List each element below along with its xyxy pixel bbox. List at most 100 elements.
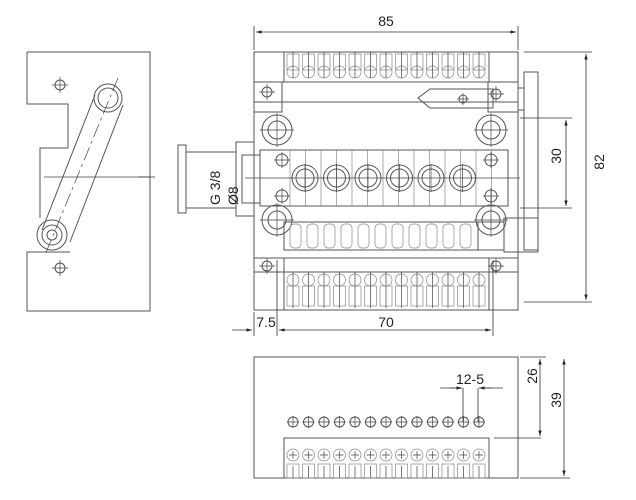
crosshair-hole-icon xyxy=(364,416,377,428)
terminal-bottom xyxy=(364,272,377,308)
terminal-top xyxy=(410,52,424,79)
sensor-probe xyxy=(417,88,494,109)
lever-top-boss xyxy=(93,83,123,113)
dimension-70-label: 70 xyxy=(378,314,394,330)
top-view: G 3/8 Ø8 xyxy=(177,51,539,311)
lever-bottom-pin xyxy=(46,229,58,241)
crosshair-hole-icon xyxy=(488,258,504,274)
hole-crosshair xyxy=(457,416,470,428)
terminal-top xyxy=(286,52,300,79)
screw-slot xyxy=(304,451,313,459)
terminal-front xyxy=(457,448,470,479)
terminal-strip-bottom xyxy=(283,257,490,311)
right-bracket xyxy=(523,71,539,251)
screw-slot xyxy=(382,451,390,459)
lever-bottom-boss xyxy=(36,219,68,251)
crosshair-hole-icon xyxy=(259,258,275,274)
hole-crosshair xyxy=(483,188,499,204)
crosshair-hole-icon xyxy=(457,93,469,105)
fitting-tube-label: Ø8 xyxy=(225,186,241,205)
terminal-front xyxy=(395,448,408,479)
bellows-rib xyxy=(340,223,353,249)
screw-slot xyxy=(397,451,406,459)
crosshair-hole-icon xyxy=(333,416,346,428)
hole-crosshair xyxy=(457,93,469,105)
dimension-26-label: 26 xyxy=(524,368,540,384)
crosshair-hole-icon xyxy=(473,416,485,428)
terminal-bottom xyxy=(348,272,362,308)
terminal-front xyxy=(302,448,315,479)
screw-slot xyxy=(320,451,328,459)
hole-crosshair xyxy=(380,416,392,428)
terminal-top xyxy=(426,52,439,79)
terminal-front xyxy=(379,448,393,479)
terminal-top xyxy=(348,52,362,79)
terminal-screw-icon xyxy=(379,448,393,462)
side-body-outline xyxy=(26,51,151,312)
terminal-screw-icon xyxy=(395,448,408,462)
front-view xyxy=(253,356,519,479)
terminal-bottom xyxy=(302,272,315,308)
screw-icon xyxy=(274,152,290,168)
fitting-thread-label: G 3/8 xyxy=(207,171,223,205)
dimension-7-5-and-70: 7.5 70 xyxy=(232,260,494,336)
screw-slot xyxy=(351,451,359,459)
crosshair-hole-icon xyxy=(488,86,504,102)
hole-crosshair xyxy=(426,416,439,428)
hole-crosshair xyxy=(474,203,508,237)
bellows-clamp xyxy=(503,217,539,253)
dimension-82: 82 xyxy=(524,51,607,303)
bellows-body xyxy=(283,221,479,251)
hole-crosshair xyxy=(442,416,454,428)
base-plate xyxy=(253,51,519,311)
bellows-rib xyxy=(408,223,421,249)
crosshair-hole-icon xyxy=(395,416,408,428)
terminal-bottom xyxy=(317,272,331,308)
bottom-rail xyxy=(253,257,519,273)
push-in-fitting xyxy=(177,141,261,217)
hole-crosshair xyxy=(488,258,504,274)
dimension-39-label: 39 xyxy=(548,392,564,408)
hole-crosshair xyxy=(411,416,423,428)
terminal-screw-icon xyxy=(317,448,331,462)
terminal-front xyxy=(333,448,346,479)
crosshair-hole-icon xyxy=(318,416,330,428)
terminal-screw-icon xyxy=(426,448,439,462)
bellows-rib xyxy=(374,223,387,249)
hole-crosshair xyxy=(395,416,408,428)
crosshair-hole-icon xyxy=(259,84,275,100)
hole-crosshair xyxy=(474,113,508,147)
hole-crosshair xyxy=(473,416,485,428)
terminal-front xyxy=(364,448,377,479)
terminal-bottom xyxy=(426,272,439,308)
side-view-left xyxy=(26,51,155,312)
screw-icon xyxy=(483,152,499,168)
terminal-front xyxy=(348,448,362,479)
bellows-rib xyxy=(306,223,319,249)
terminal-screw-icon xyxy=(333,448,346,462)
terminal-bottom xyxy=(333,272,346,308)
flange-small xyxy=(517,87,525,111)
screw-slot xyxy=(459,451,468,459)
dimension-85-label: 85 xyxy=(378,13,394,29)
hole-crosshair xyxy=(274,188,290,204)
crosshair-hole-icon xyxy=(52,77,68,93)
crosshair-hole-icon xyxy=(457,416,470,428)
crosshair-hole-icon xyxy=(442,416,454,428)
screw-slot xyxy=(366,451,375,459)
screw-slot xyxy=(335,451,344,459)
dimension-30-label: 30 xyxy=(548,148,564,164)
terminal-bottom xyxy=(286,272,300,308)
terminal-front xyxy=(410,448,424,479)
hole-crosshair xyxy=(260,203,294,237)
dimension-26: 26 xyxy=(494,356,546,439)
terminal-screw-icon xyxy=(348,448,362,462)
terminal-bottom xyxy=(457,272,470,308)
dimension-85: 85 xyxy=(253,13,519,50)
hole-crosshair xyxy=(349,416,361,428)
terminal-bottom xyxy=(379,272,393,308)
bellows-rib xyxy=(323,223,336,249)
hole-crosshair xyxy=(260,113,294,147)
mounting-hole-icon xyxy=(260,113,294,147)
